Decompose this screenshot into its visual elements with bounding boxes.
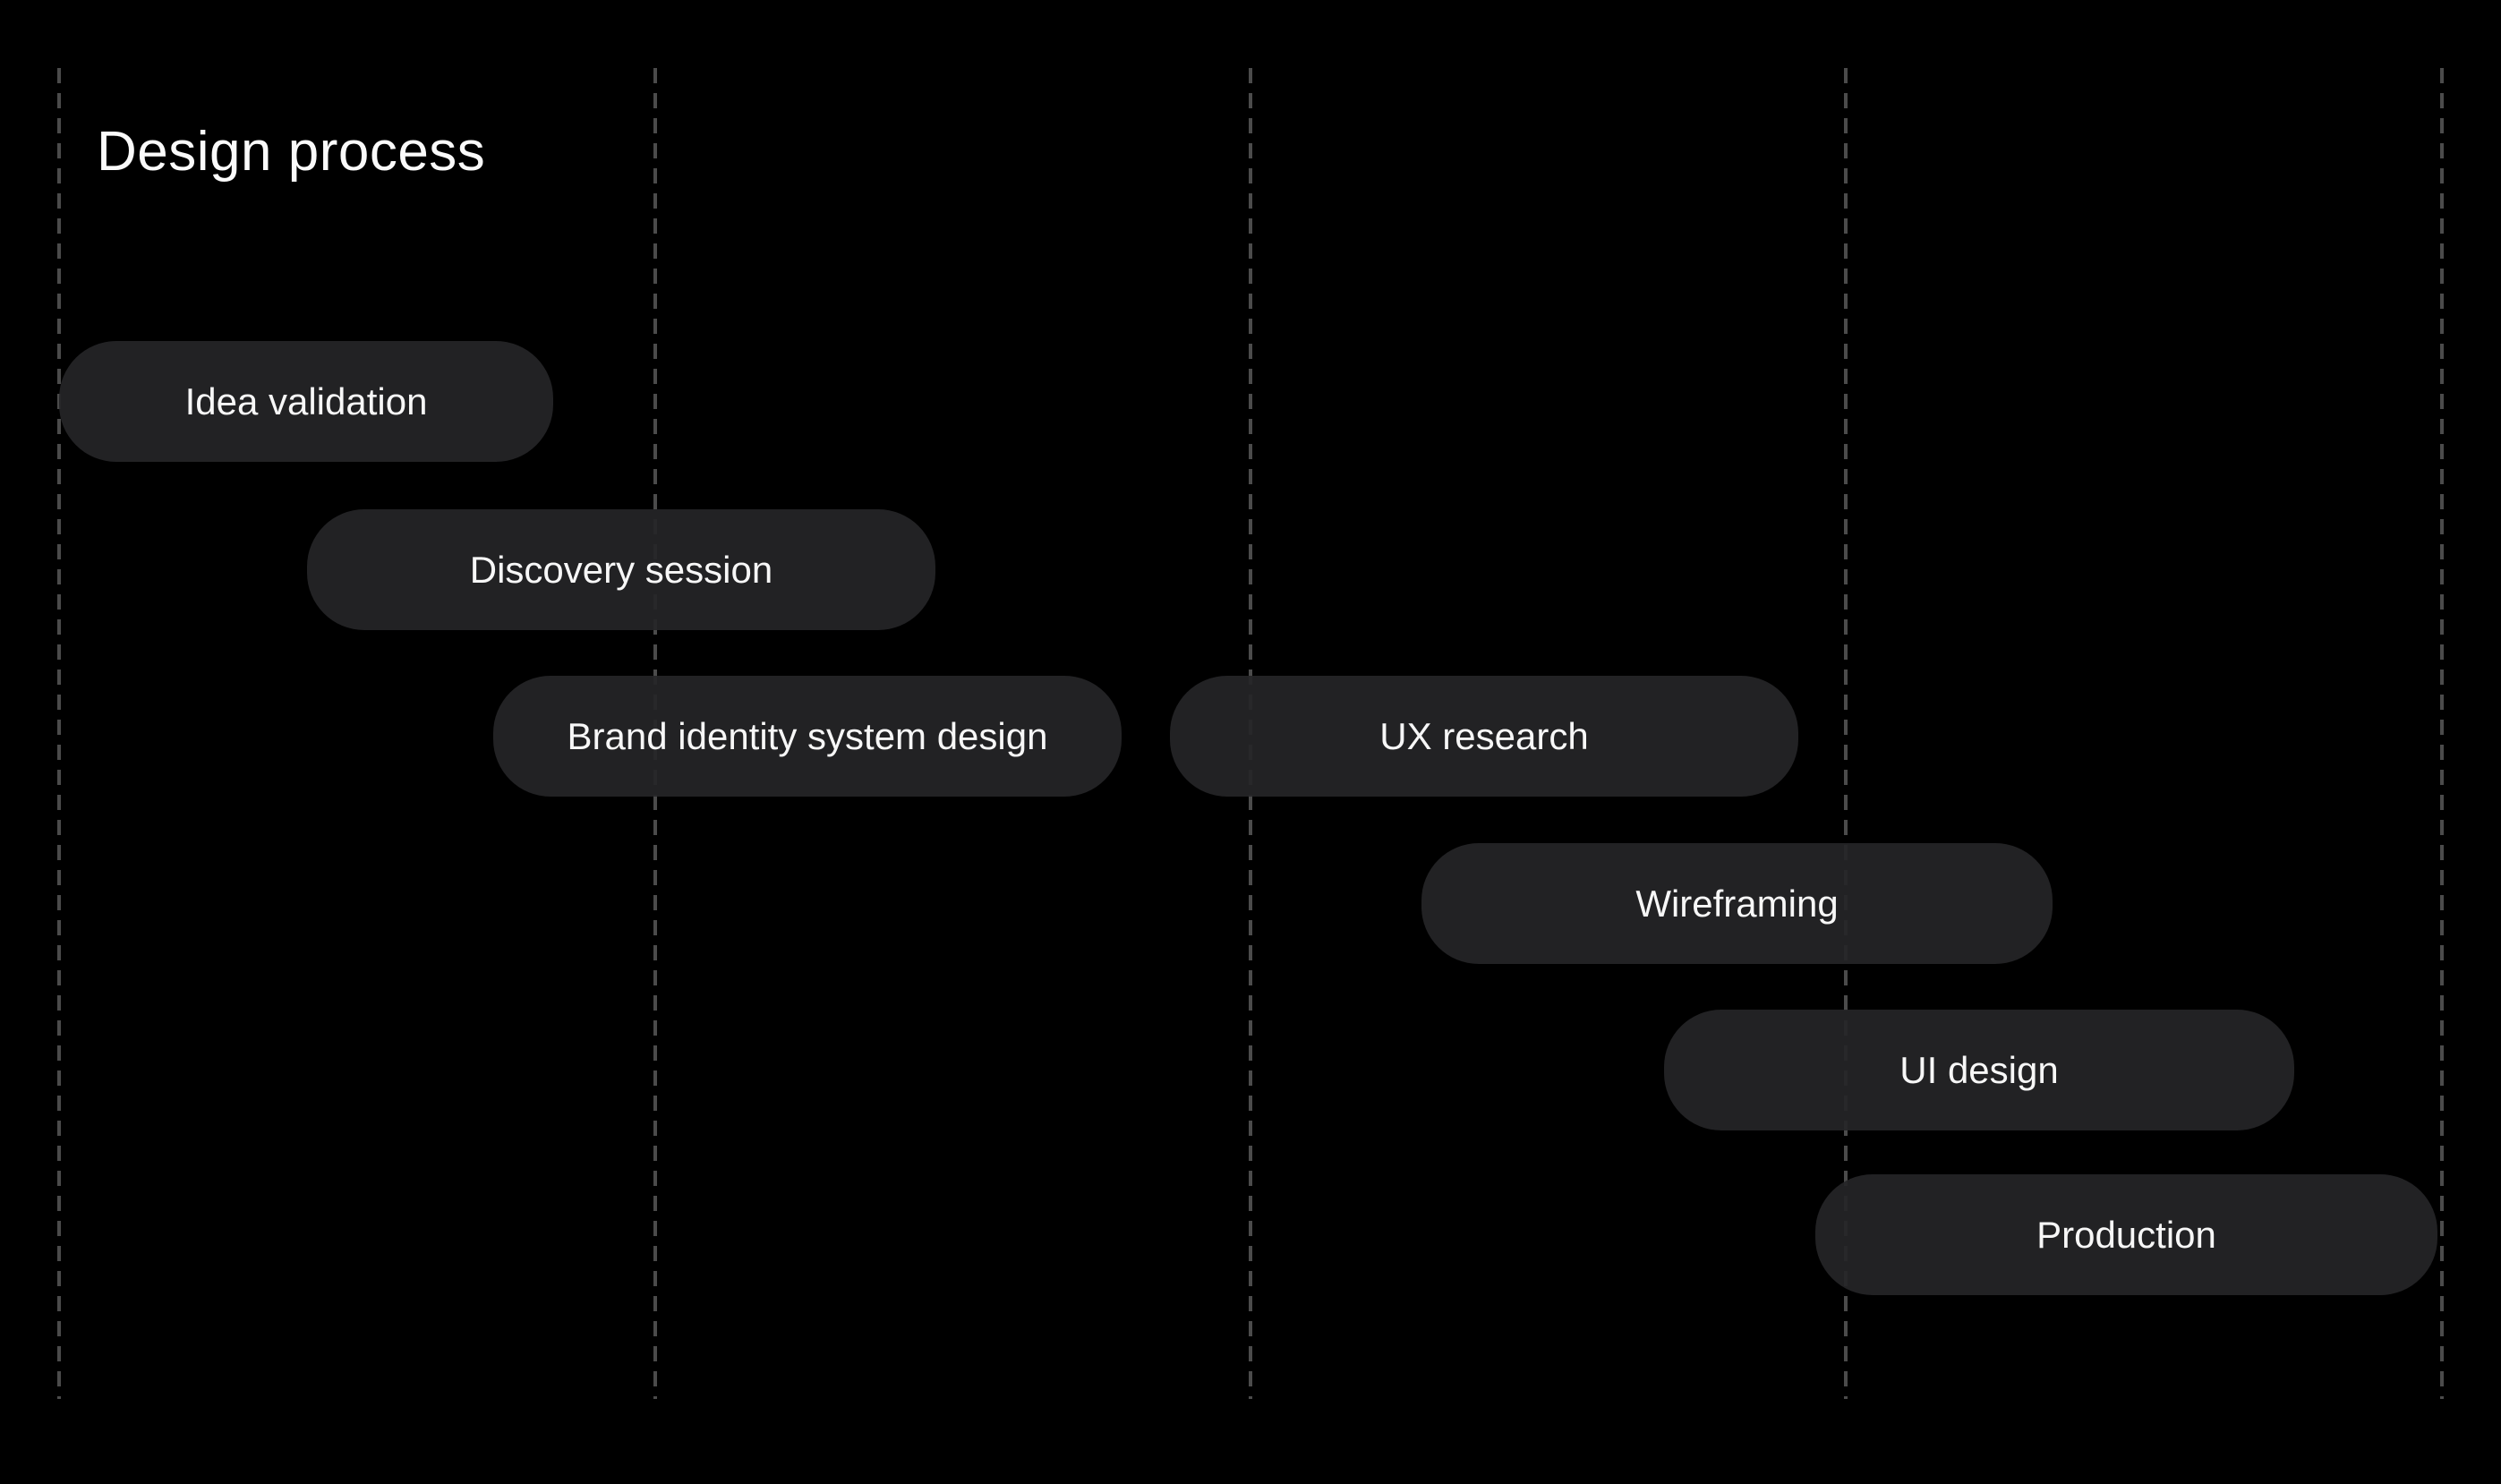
page-title: Design process xyxy=(97,121,486,183)
dashed-gridline xyxy=(2440,68,2444,1399)
task-pill[interactable]: UI design xyxy=(1664,1010,2294,1130)
task-pill-label: Discovery session xyxy=(469,548,773,591)
dashed-gridline xyxy=(1844,68,1848,1399)
task-pill-label: UX research xyxy=(1379,714,1589,757)
dashed-gridline xyxy=(57,68,61,1399)
task-pill[interactable]: UX research xyxy=(1170,676,1798,797)
task-pill-label: Wireframing xyxy=(1635,882,1839,925)
task-pill[interactable]: Production xyxy=(1815,1174,2437,1295)
task-pill[interactable]: Brand identity system design xyxy=(493,676,1122,797)
task-pill[interactable]: Idea validation xyxy=(59,341,553,462)
task-pill[interactable]: Discovery session xyxy=(307,509,935,630)
task-pill[interactable]: Wireframing xyxy=(1421,843,2053,964)
task-pill-label: Idea validation xyxy=(184,380,428,422)
task-pill-label: UI design xyxy=(1899,1048,2059,1091)
task-pill-label: Production xyxy=(2036,1213,2216,1256)
task-pill-label: Brand identity system design xyxy=(567,714,1048,757)
